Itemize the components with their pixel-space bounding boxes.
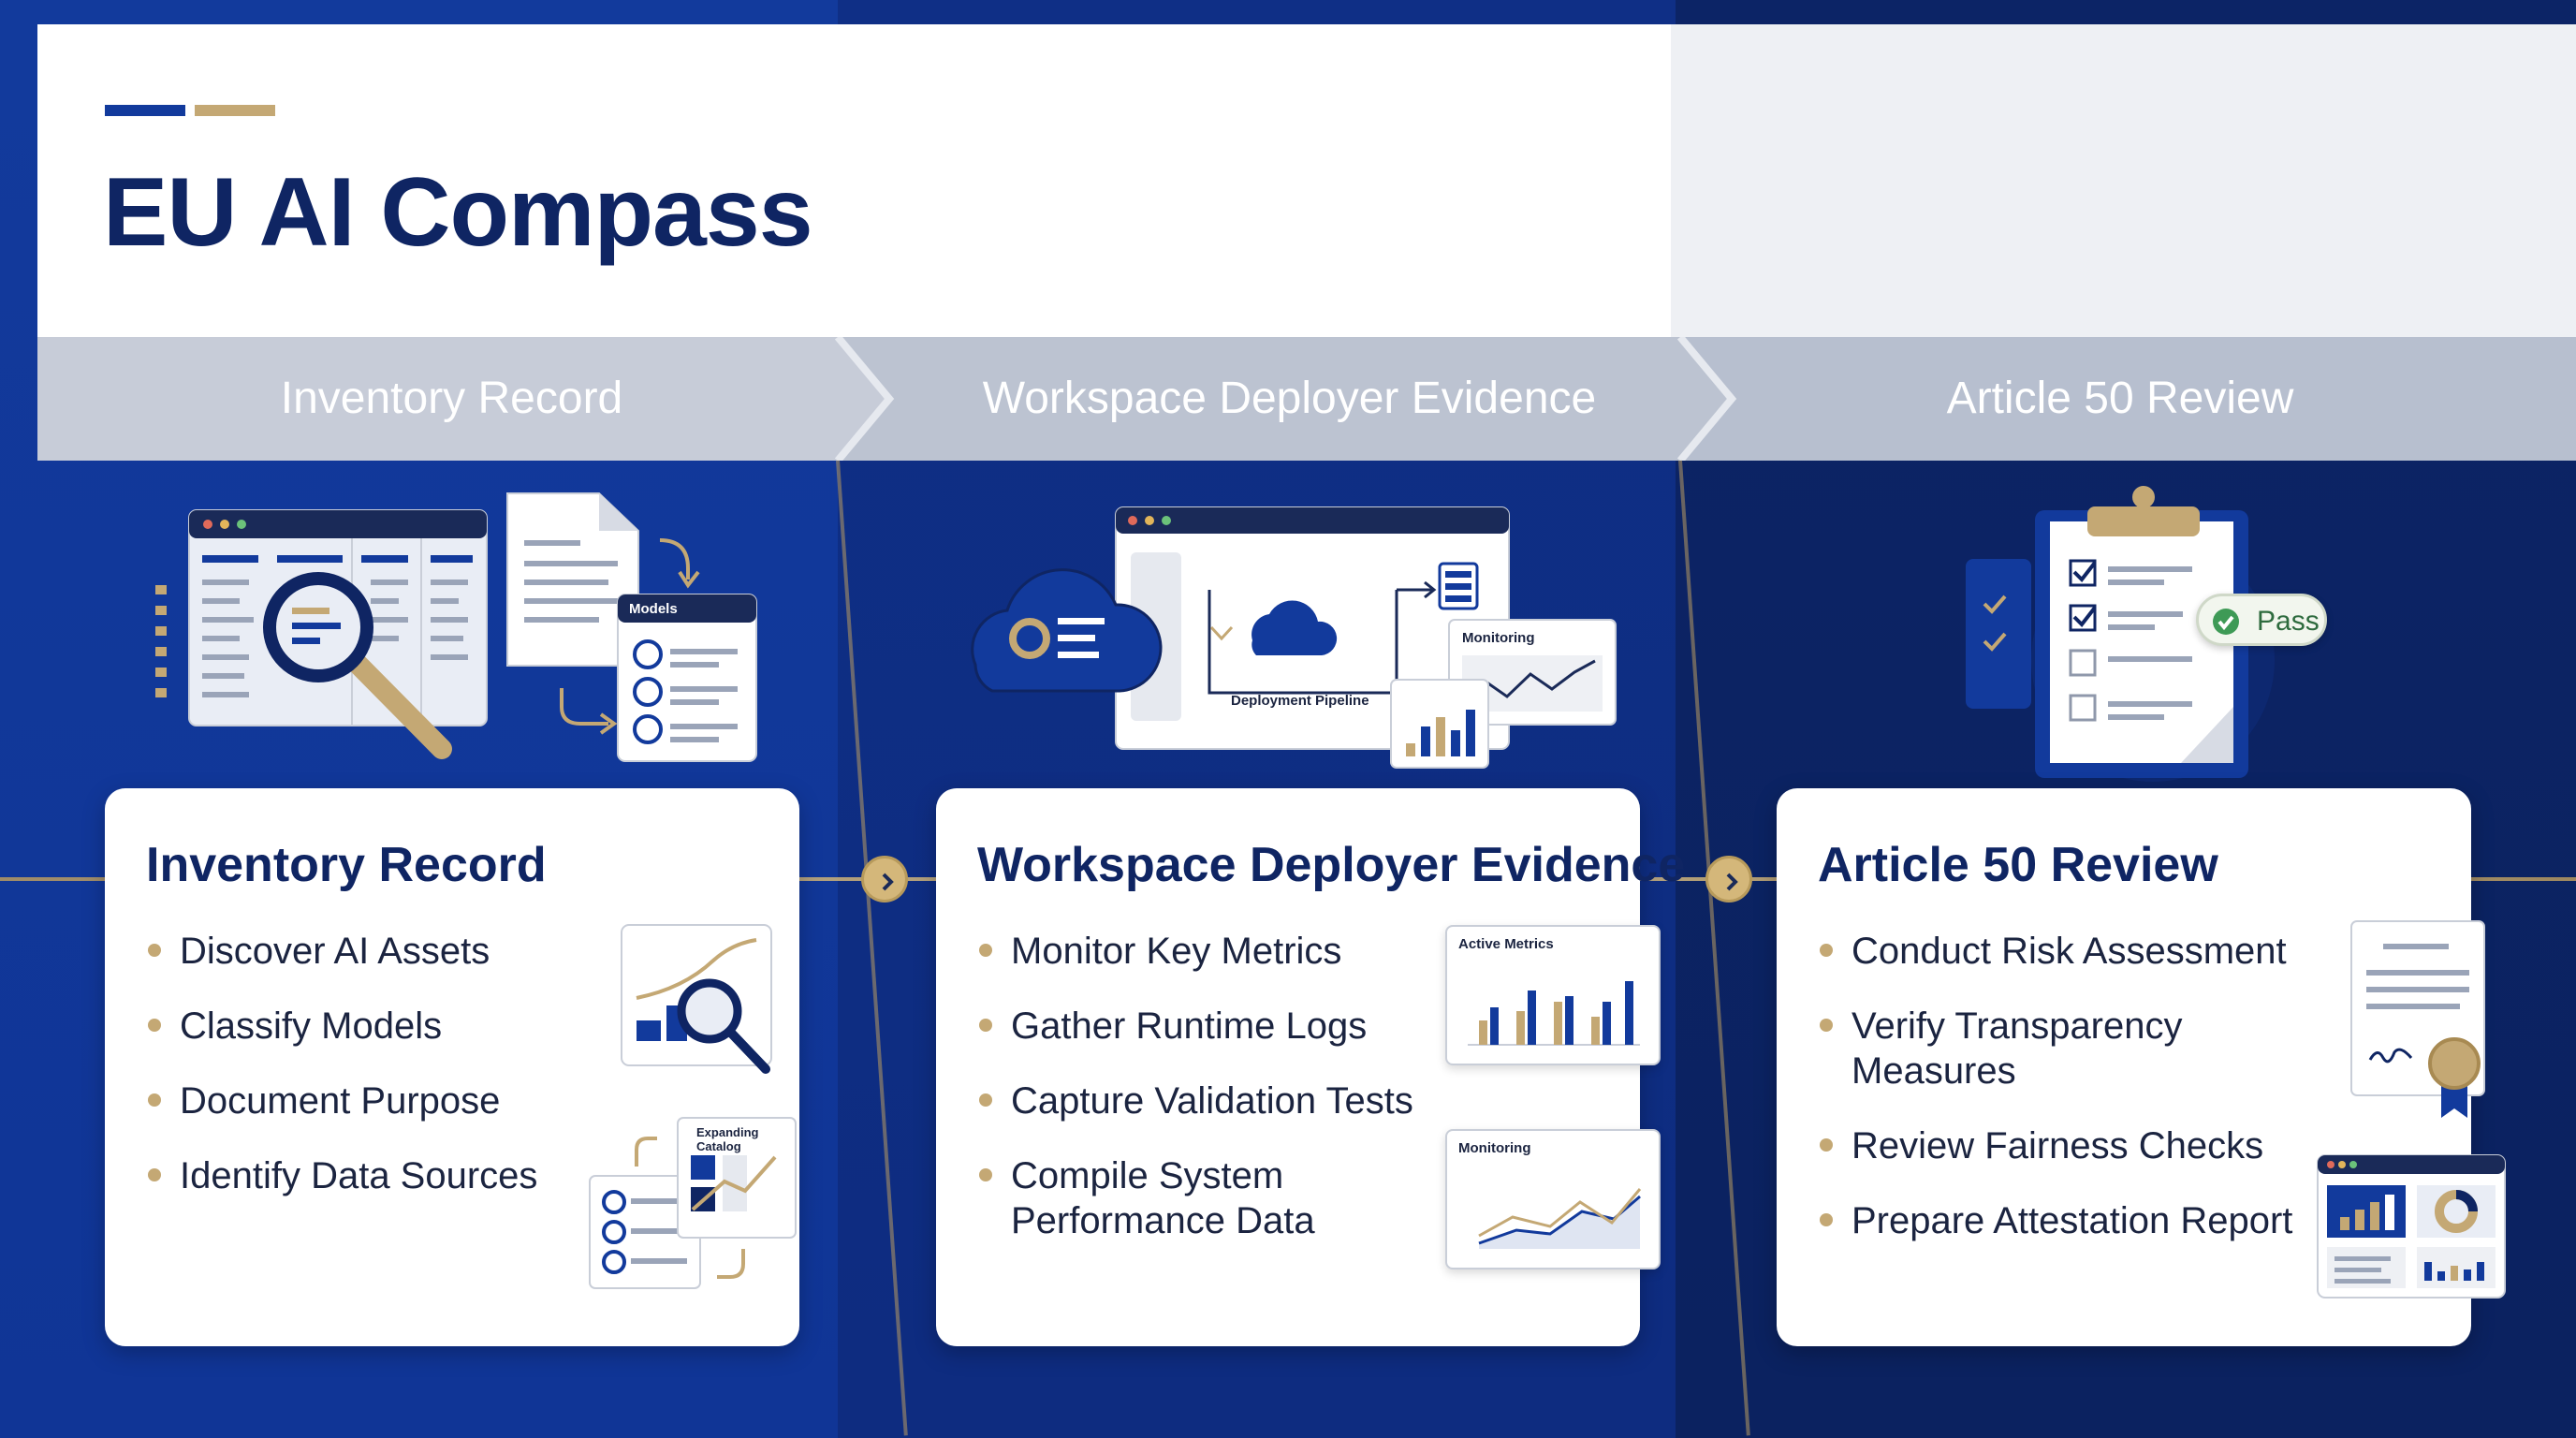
card-article-50-review: Article 50 Review Conduct Risk Assessmen… [1777, 788, 2506, 1346]
bullet-item: Monitor Key Metrics [977, 929, 1417, 974]
line-chart-icon [1478, 1188, 1642, 1249]
pass-badge: Pass [2196, 594, 2327, 646]
bullet-item: Gather Runtime Logs [977, 1004, 1417, 1049]
card-title: Article 50 Review [1818, 838, 2218, 892]
checkmark-icon [2213, 609, 2239, 635]
bar-chart-icon [1468, 981, 1640, 1046]
bullet-item: Compile System Performance Data [977, 1153, 1417, 1243]
header [37, 24, 1671, 337]
chevron-right-icon [882, 873, 894, 891]
bullet-list: Conduct Risk Assessment Verify Transpare… [1818, 929, 2305, 1273]
expanding-catalog-icon [589, 1117, 797, 1289]
next-stage-button[interactable] [1705, 856, 1752, 902]
banner-stage-3: Article 50 Review [1722, 337, 2518, 461]
cloud-icon [971, 568, 1163, 693]
accent-bar-blue [105, 105, 185, 116]
chevron-right-icon [1726, 873, 1738, 891]
card-inventory-record: Inventory Record Discover AI Assets Clas… [105, 788, 799, 1346]
monitoring-label: Monitoring [1462, 630, 1535, 646]
active-metrics-panel: Active Metrics [1445, 925, 1661, 1065]
checkmark-icon [2069, 559, 2097, 722]
bullet-item: Identify Data Sources [146, 1153, 537, 1198]
bullet-item: Prepare Attestation Report [1818, 1198, 2305, 1243]
banner-label: Workspace Deployer Evidence [982, 374, 1597, 423]
monitoring-panel [1448, 619, 1617, 726]
search-chart-icon [621, 924, 772, 1074]
banner-label: Article 50 Review [1946, 374, 2294, 423]
checklist-side-icon [1966, 559, 2031, 709]
models-label: Models [629, 601, 678, 617]
banner-stage-1: Inventory Record [37, 337, 866, 461]
inventory-illustration [155, 492, 757, 762]
bullet-item: Classify Models [146, 1004, 537, 1049]
deployer-illustration [971, 506, 1617, 769]
monitoring-card-label: Monitoring [1458, 1140, 1531, 1156]
banner-stage-2: Workspace Deployer Evidence [875, 337, 1704, 461]
card-title: Inventory Record [146, 838, 547, 892]
card-title: Workspace Deployer Evidence [977, 838, 1686, 892]
dashboard-icon [2317, 1154, 2506, 1299]
clipboard-icon [2035, 486, 2248, 778]
bullet-item: Conduct Risk Assessment [1818, 929, 2305, 974]
bullet-item: Capture Validation Tests [977, 1078, 1417, 1123]
bullet-item: Review Fairness Checks [1818, 1123, 2305, 1168]
accent-bar-gold [195, 105, 275, 116]
chart-icon [1390, 679, 1489, 769]
models-panel [617, 594, 757, 762]
pass-label: Pass [2257, 606, 2320, 637]
header-right-panel [1671, 24, 2576, 337]
bullet-list: Monitor Key Metrics Gather Runtime Logs … [977, 929, 1417, 1273]
monitoring-card-panel: Monitoring [1445, 1129, 1661, 1269]
banner-label: Inventory Record [280, 374, 623, 423]
bullet-item: Verify Transparency Measures [1818, 1004, 2230, 1093]
page-title: EU AI Compass [103, 158, 813, 267]
magnifier-icon [263, 572, 452, 759]
stage-banner [37, 337, 2576, 461]
active-metrics-label: Active Metrics [1458, 936, 1554, 952]
certificate-icon [2350, 920, 2485, 1118]
card-workspace-deployer-evidence: Workspace Deployer Evidence Monitor Key … [936, 788, 1685, 1346]
catalog-label: Expanding Catalog [696, 1125, 759, 1153]
next-stage-button[interactable] [861, 856, 908, 902]
bullet-item: Document Purpose [146, 1078, 537, 1123]
pipeline-label: Deployment Pipeline [1231, 693, 1369, 709]
bullet-item: Discover AI Assets [146, 929, 537, 974]
bullet-list: Discover AI Assets Classify Models Docum… [146, 929, 537, 1228]
